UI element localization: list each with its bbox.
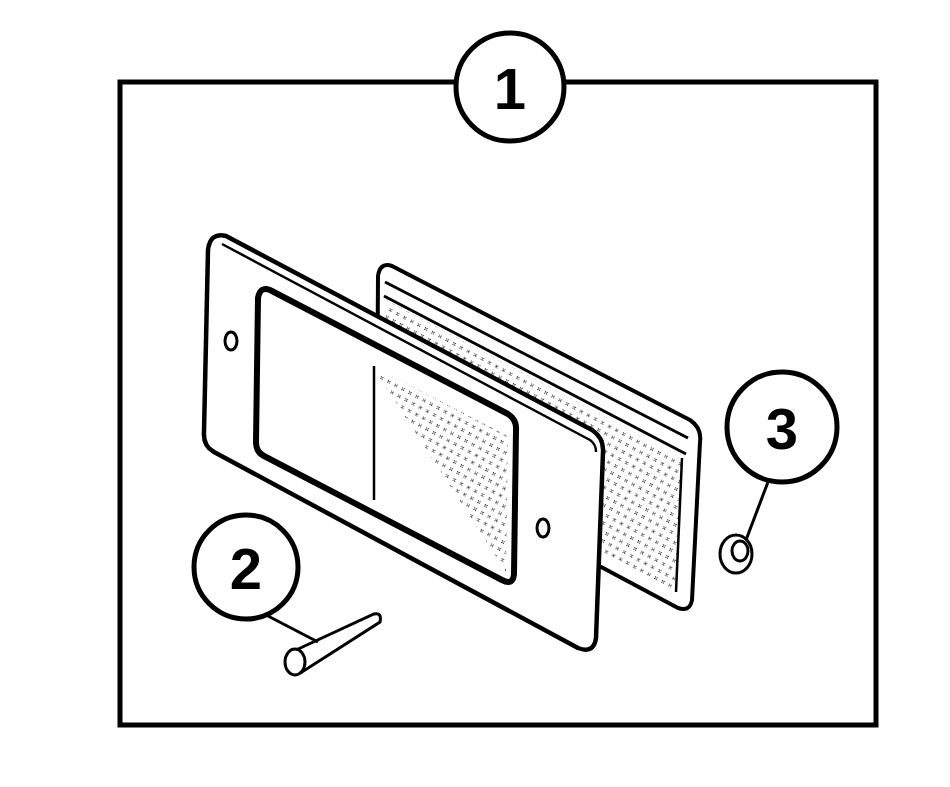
nut bbox=[720, 535, 752, 573]
leader-line bbox=[268, 616, 318, 642]
leader-line bbox=[746, 482, 768, 540]
callout-circle bbox=[194, 515, 298, 619]
callout-number: 3 bbox=[766, 400, 798, 458]
pin bbox=[285, 614, 380, 675]
callout-circle bbox=[456, 33, 564, 141]
callout-number: 1 bbox=[494, 60, 526, 118]
group-frame bbox=[120, 82, 876, 725]
callout-circle bbox=[727, 372, 837, 482]
callout-number: 2 bbox=[230, 540, 262, 598]
